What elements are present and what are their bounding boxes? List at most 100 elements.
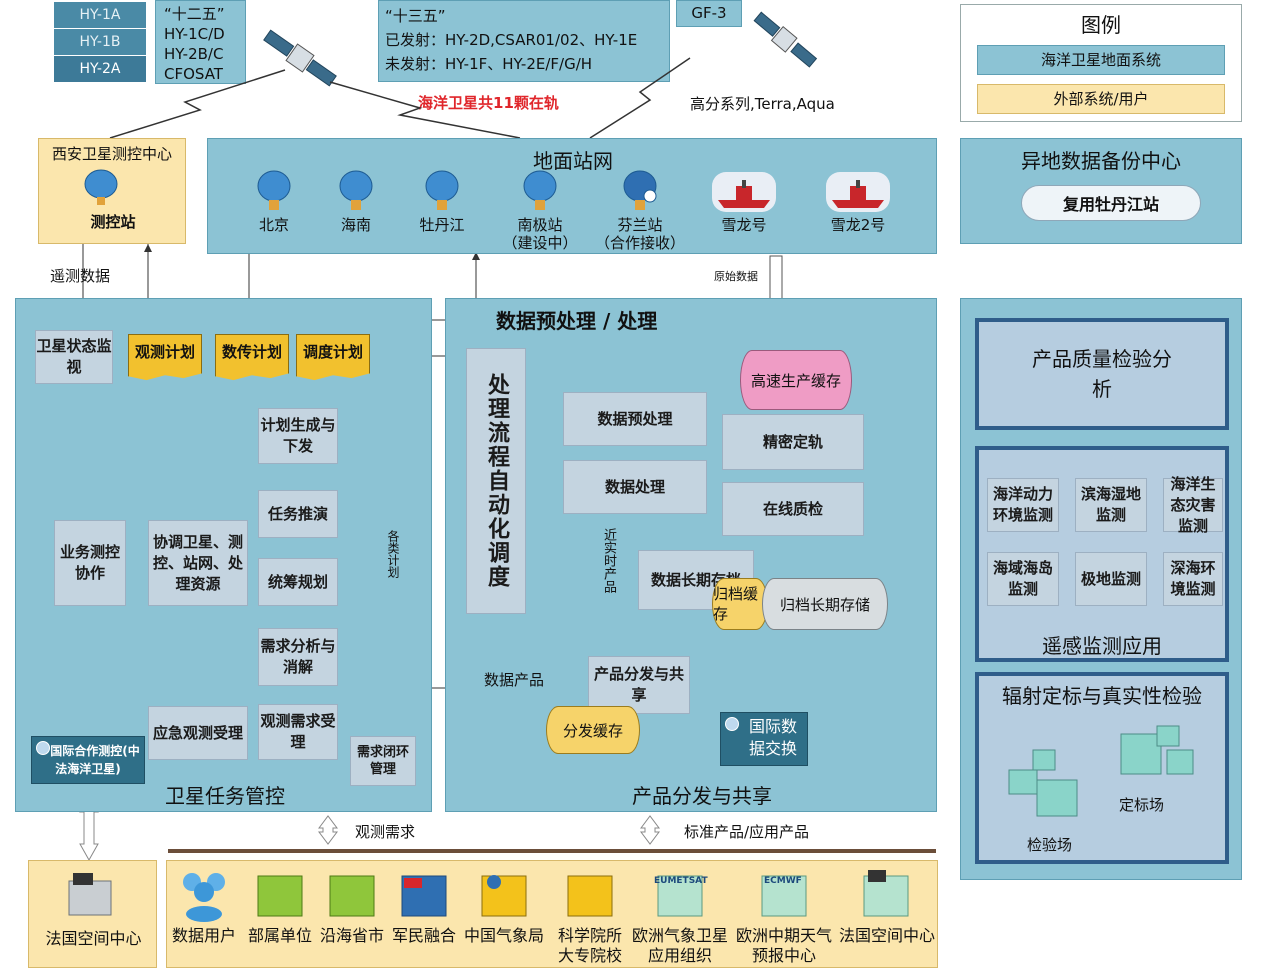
user-data: 数据用户 [168, 866, 240, 946]
intl-exchange-label: 国际数据交换 [749, 717, 798, 758]
obs-req-flow: 观测需求 [355, 823, 416, 841]
dish-icon [339, 170, 373, 210]
overall-planning: 统筹规划 [258, 558, 338, 606]
legend-title: 图例 [1081, 13, 1121, 37]
remote-item: 海洋动力环境监测 [987, 478, 1059, 532]
building-icon [1008, 749, 1078, 817]
workflow-schedule: 处理流程自动化调度 [466, 348, 526, 614]
building-icon [401, 875, 447, 917]
icebreaker-icon [712, 172, 776, 212]
user-label: 中国气象局 [463, 926, 544, 945]
ground-network-title: 地面站网 [533, 149, 613, 173]
ecmwf-logo: ECMWF [764, 876, 802, 886]
calibration: 辐射定标与真实性检验 检验场 定标场 [975, 672, 1229, 864]
backup-center: 异地数据备份中心 复用牡丹江站 [960, 138, 1242, 244]
gf3-box: GF-3 [676, 0, 742, 27]
station-sub: （合作接收） [594, 234, 685, 252]
user-label: 大专院校 [557, 946, 622, 965]
satellite-icon [263, 29, 337, 87]
building-icon [68, 873, 112, 916]
intl-coop-control: 国际合作测控(中法海洋卫星) [31, 736, 145, 784]
plan13-title: “十三五” [385, 7, 446, 25]
station-antarctic: 南极站 （建设中） [498, 168, 582, 252]
remote-item: 滨海湿地监测 [1075, 478, 1147, 532]
building-icon [863, 870, 909, 917]
user-ministry: 部属单位 [244, 866, 316, 946]
building-icon [481, 875, 527, 917]
telemetry-label: 遥测数据 [50, 267, 111, 285]
station-name: 南极站 [517, 216, 563, 234]
req-closed-loop: 需求闭环管理 [350, 736, 416, 786]
coordinate-resources: 协调卫星、测控、站网、处理资源 [148, 520, 248, 606]
remote-item: 极地监测 [1075, 552, 1147, 606]
plan12-line: CFOSAT [164, 65, 223, 83]
plan12-title: “十二五” [164, 5, 225, 23]
building-icon [329, 875, 375, 917]
plan12-line: HY-1C/D [164, 25, 225, 43]
calib-site1: 定标场 [1119, 796, 1165, 814]
sat-hy1a: HY-1A [54, 2, 146, 28]
remote-sensing: 海洋动力环境监测 滨海湿地监测 海洋生态灾害监测 海域海岛监测 极地监测 深海环… [975, 446, 1229, 662]
mission-title: 卫星任务管控 [165, 784, 285, 808]
archive-long: 归档长期存储 [762, 578, 888, 630]
archive-cache: 归档缓存 [712, 578, 768, 630]
ground-network: 地面站网 [207, 138, 937, 254]
dish-icon [623, 170, 657, 210]
emergency-accept: 应急观测受理 [148, 706, 248, 760]
plan12-line: HY-2B/C [164, 45, 224, 63]
building-icon [567, 875, 613, 917]
user-cma: 中国气象局 [460, 866, 548, 946]
dish-icon [523, 170, 557, 210]
precise-orbit: 精密定轨 [722, 414, 864, 470]
user-label: 法国空间中心 [838, 926, 935, 945]
legend-external: 外部系统/用户 [977, 84, 1225, 114]
user-label: 数据用户 [171, 926, 236, 945]
std-prod-flow: 标准产品/应用产品 [684, 823, 810, 841]
in-orbit-label: 海洋卫星共11颗在轨 [418, 94, 559, 112]
remote-item: 海域海岛监测 [987, 552, 1059, 606]
xian-center: 西安卫星测控中心 测控站 [38, 138, 186, 244]
dish-icon [257, 170, 291, 210]
plan-generate: 计划生成与下发 [258, 408, 338, 464]
user-label: 欧洲中期天气 [735, 926, 832, 945]
calib-title: 辐射定标与真实性检验 [1002, 684, 1202, 708]
gaofen-label: 高分系列,Terra,Aqua [690, 95, 835, 113]
station-mudanjiang: 牡丹江 [410, 168, 474, 234]
legend: 图例 海洋卫星地面系统 外部系统/用户 [960, 4, 1242, 122]
intl-data-exchange: 国际数据交换 [720, 712, 808, 766]
quality-analysis: 产品质量检验分析 [975, 318, 1229, 430]
user-label: 部属单位 [247, 926, 312, 945]
people-icon [183, 873, 225, 922]
station-name: 芬兰站 [617, 216, 663, 234]
req-analysis: 需求分析与消解 [258, 628, 338, 686]
station-name: 雪龙号 [721, 216, 767, 234]
globe-icon [725, 717, 739, 731]
station-name: 牡丹江 [419, 216, 465, 234]
user-coastal: 沿海省市 [316, 866, 388, 946]
doc-obs-plan: 观测计划 [128, 334, 202, 381]
backup-item: 复用牡丹江站 [1021, 185, 1201, 221]
product-distribute: 产品分发与共享 [588, 656, 690, 714]
sat-hy1b: HY-1B [54, 29, 146, 55]
plan13-box: “十三五” 已发射：HY-2D,CSAR01/02、HY-1E 未发射：HY-1… [378, 0, 670, 82]
legend-ocean-ground: 海洋卫星地面系统 [977, 45, 1225, 75]
station-hainan: 海南 [330, 168, 382, 234]
sat-status-monitor: 卫星状态监视 [35, 330, 113, 384]
building-icon [257, 875, 303, 917]
user-label: 军民融合 [391, 926, 456, 945]
remote-item: 深海环境监测 [1163, 552, 1223, 606]
station-finland: 芬兰站 （合作接收） [588, 168, 692, 252]
xian-title: 西安卫星测控中心 [51, 145, 172, 163]
user-academy: 科学院所 大专院校 [550, 866, 630, 966]
distribute-title: 产品分发与共享 [632, 784, 772, 808]
quality-title: 产品质量检验分析 [1032, 347, 1172, 401]
calib-site2: 检验场 [1027, 836, 1073, 854]
user-label: 科学院所 [557, 926, 622, 945]
user-eumetsat: EUMETSAT 欧洲气象卫星 应用组织 [628, 866, 732, 966]
backup-title: 异地数据备份中心 [1021, 149, 1181, 173]
user-military: 军民融合 [388, 866, 460, 946]
satellite-icon [753, 11, 818, 68]
processing-title: 数据预处理 / 处理 [496, 309, 658, 333]
station-beijing: 北京 [248, 168, 300, 234]
building-icon [657, 875, 703, 917]
